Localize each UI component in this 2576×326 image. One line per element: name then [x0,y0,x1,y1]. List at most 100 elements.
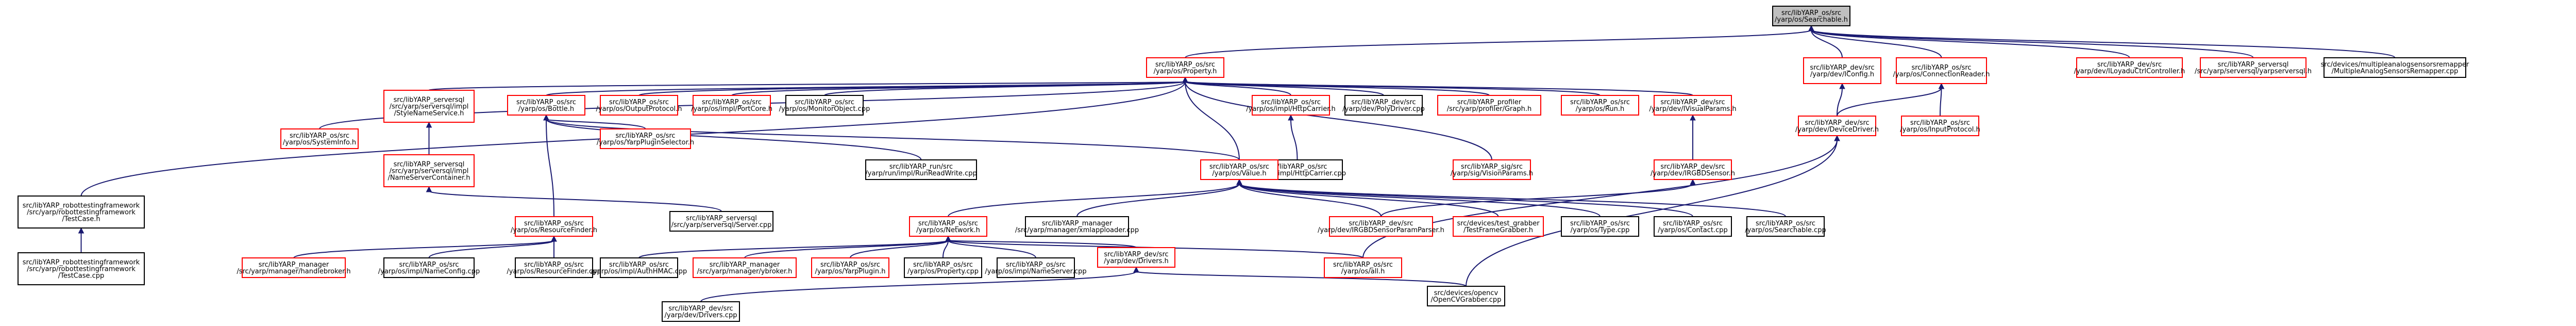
graph-node-stylename[interactable]: src/libYARP_serversql/src/yarp/serversql… [383,90,475,123]
graph-node-property[interactable]: src/libYARP_os/src/yarp/os/Property.h [1146,57,1224,78]
graph-node-ymhandle[interactable]: src/libYARP_manager/src/yarp/manager/han… [237,257,351,278]
node-label-line: src/libYARP_dev/src [1104,251,1168,258]
node-label-line: src/libYARP_profiler [1457,99,1522,106]
graph-node-type[interactable]: src/libYARP_os/src/yarp/os/Type.cpp [1561,216,1639,237]
graph-node-rgbdparser[interactable]: src/libYARP_dev/src/yarp/dev/IRGBDSensor… [1318,216,1444,237]
node-label-line: src/libYARP_serversql [2218,61,2289,69]
node-label-line: /yarp/os/Searchable.h [1775,16,1848,24]
graph-node-ymmanager[interactable]: src/libYARP_manager/src/yarp/manager/xml… [1015,216,1139,237]
node-label-line: /yarp/os/Contact.cpp [1658,226,1727,234]
node-label-line: /yarp/os/OutputProtocol.h [596,105,682,113]
graph-node-connreader[interactable]: src/libYARP_os/src/yarp/os/ConnectionRea… [1893,57,1990,84]
dependency-edge [1288,114,1298,160]
node-label-line: src/libYARP_os/src [399,261,459,269]
node-label-line: /yarp/sig/VisionParams.h [1451,170,1533,177]
graph-node-ymbroker[interactable]: src/libYARP_manager/src/yarp/manager/ybr… [693,257,797,278]
graph-node-yarpprofiler[interactable]: src/libYARP_profiler/src/yarp/profiler/G… [1437,95,1541,116]
node-label-line: src/libYARP_os/src [1006,261,1066,269]
node-label-line: /yarp/os/impl/PortCore.h [691,105,772,113]
dependency-edge [1938,83,1945,117]
node-label-line: src/libYARP_run/src [889,163,953,171]
node-label-line: /yarp/os/Value.h [1212,170,1266,177]
graph-node-devicedriver[interactable]: src/libYARP_dev/src/yarp/dev/DeviceDrive… [1795,116,1879,136]
node-label-line: /TestCase.cpp [58,272,105,280]
graph-node-driverscpp[interactable]: src/libYARP_dev/src/yarp/dev/Drivers.cpp [662,301,740,322]
graph-node-monitorobj[interactable]: src/libYARP_os/src/yarp/os/MonitorObject… [779,95,870,116]
graph-node-propertycpp[interactable]: src/libYARP_os/src/yarp/os/Property.cpp [904,257,982,278]
node-label-line: /NameServerContainer.h [388,174,470,182]
graph-node-systeminfo[interactable]: src/libYARP_os/src/yarp/os/SystemInfo.h [280,128,359,149]
graph-node-searchablecpp[interactable]: src/libYARP_os/src/yarp/os/Searchable.cp… [1745,216,1826,237]
graph-node-robottest[interactable]: src/libYARP_robottestingframework/src/ya… [18,195,145,229]
graph-node-visionparams[interactable]: src/libYARP_sig/src/yarp/sig/VisionParam… [1451,159,1533,180]
node-label-line: /yarp/os/impl/NameConfig.cpp [378,268,480,275]
graph-node-nameserver[interactable]: src/libYARP_os/src/yarp/os/impl/NameServ… [985,257,1087,278]
graph-node-value[interactable]: src/libYARP_os/src/yarp/os/Value.h [1200,159,1278,180]
graph-node-robottestcpp[interactable]: src/libYARP_robottestingframework/src/ya… [18,252,145,285]
graph-node-root[interactable]: src/libYARP_os/src/yarp/os/Searchable.h [1772,6,1850,26]
node-label-line: src/libYARP_os/src [615,132,675,140]
graph-node-authhmac[interactable]: src/libYARP_os/src/yarp/os/impl/AuthHMAC… [591,257,687,278]
node-label-line: src/libYARP_os/src [524,220,584,227]
graph-node-bottle[interactable]: src/libYARP_os/src/yarp/os/Bottle.h [507,95,585,116]
node-label-line: src/libYARP_dev/src [1660,163,1725,171]
node-label-line: src/libYARP_manager [1042,220,1113,227]
graph-node-polydriver[interactable]: src/libYARP_dev/src/yarp/dev/PolyDriver.… [1342,95,1425,116]
graph-node-ivisualparams[interactable]: src/libYARP_dev/src/yarp/dev/IVisualPara… [1649,95,1737,116]
graph-node-all[interactable]: src/libYARP_os/src/yarp/os/all.h [1324,257,1402,278]
graph-node-nameservercontainer[interactable]: src/libYARP_serversql/src/yarp/serversql… [383,154,475,187]
graph-node-opencv[interactable]: src/devices/opencv/OpenCVGrabber.cpp [1427,286,1505,306]
node-label-line: /yarp/dev/ILoyaduCtrlController.h [2074,68,2185,75]
graph-node-drivers[interactable]: src/libYARP_dev/src/yarp/dev/Drivers.h [1097,247,1175,268]
dependency-edge [1182,76,1492,160]
graph-node-yarpserverimpl[interactable]: src/libYARP_serversql/src/yarp/serversql… [2195,57,2312,78]
graph-node-runreadwrite[interactable]: src/libYARP_run/src/yarp/run/impl/RunRea… [865,159,977,180]
graph-node-yarprun[interactable]: src/libYARP_os/src/yarp/os/Run.h [1561,95,1639,116]
node-label-line: /yarp/os/impl/NameServer.cpp [985,268,1086,275]
node-label-line: /yarp/os/InputProtocol.h [1900,126,1980,134]
node-label-line: src/libYARP_robottestingframework [23,202,140,210]
dependency-edge [1466,135,1840,287]
node-label-line: /src/yarp/serversql/impl [390,103,469,111]
node-label-line: src/libYARP_robottestingframework [23,259,140,267]
node-label-line: src/libYARP_os/src [516,99,576,106]
nodes-layer: src/libYARP_os/src/yarp/os/Searchable.hs… [18,6,2469,322]
node-label-line: /yarp/os/MonitorObject.cpp [779,105,870,113]
graph-node-contact[interactable]: src/libYARP_os/src/yarp/os/Contact.cpp [1654,216,1732,237]
node-label-line: src/libYARP_serversql [686,215,757,222]
graph-node-outputproto[interactable]: src/libYARP_os/src/yarp/os/OutputProtoco… [596,95,682,116]
graph-node-serverlib[interactable]: src/libYARP_serversql/src/yarp/serversql… [669,211,773,232]
node-label-line: /src/yarp/manager/handlebroker.h [237,268,350,275]
dependency-edge [543,114,554,217]
node-label-line: /TestCase.h [62,216,100,223]
node-label-line: /yarp/os/ResourceFinder.cpp [507,268,601,275]
graph-node-multipleanalog[interactable]: src/devices/multipleanalogsensorsremappe… [2321,57,2469,78]
graph-node-portcore[interactable]: src/libYARP_os/src/yarp/os/impl/PortCore… [691,95,772,116]
graph-node-httpcarrier[interactable]: src/libYARP_os/src/yarp/os/impl/HttpCarr… [1246,95,1336,116]
node-label-line: /yarp/dev/DeviceDriver.h [1795,126,1879,134]
dependency-edge [700,266,1139,302]
dependency-edge [1808,25,1942,58]
node-label-line: /yarp/dev/IVisualParams.h [1649,105,1736,113]
node-label-line: src/libYARP_os/src [1333,261,1393,269]
graph-node-rgbdsensor[interactable]: src/libYARP_dev/src/yarp/dev/IRGBDSensor… [1651,159,1735,180]
graph-node-namecontrol[interactable]: src/libYARP_os/src/yarp/os/impl/NameConf… [378,257,480,278]
node-label-line: /yarp/dev/PolyDriver.cpp [1342,105,1425,113]
node-label-line: /yarp/os/YarpPluginSelector.h [597,139,694,146]
graph-node-rfcpp[interactable]: src/libYARP_os/src/yarp/os/ResourceFinde… [507,257,601,278]
graph-node-yarpplugin[interactable]: src/libYARP_os/src/yarp/os/YarpPlugin.h [811,257,889,278]
graph-node-iconfig[interactable]: src/libYARP_dev/src/yarp/dev/IConfig.h [1803,57,1881,84]
node-label-line: src/libYARP_dev/src [1805,119,1869,127]
graph-node-resourcefinder[interactable]: src/libYARP_os/src/yarp/os/ResourceFinde… [511,216,597,237]
graph-node-iloyaduc[interactable]: src/libYARP_dev/src/yarp/dev/ILoyaduCtrl… [2074,57,2185,78]
node-label-line: /yarp/os/impl/HttpCarrier.h [1246,105,1336,113]
node-label-line: src/libYARP_manager [710,261,780,269]
graph-node-yarppluginselector[interactable]: src/libYARP_os/src/yarp/os/YarpPluginSel… [597,128,694,149]
node-label-line: /yarp/os/ConnectionReader.h [1893,71,1990,78]
graph-node-network[interactable]: src/libYARP_os/src/yarp/os/Network.h [909,216,987,237]
graph-node-testframegrabber[interactable]: src/devices/test_grabber/TestFrameGrabbe… [1453,216,1544,237]
graph-node-iprotocol[interactable]: src/libYARP_os/src/yarp/os/InputProtocol… [1900,116,1980,136]
dependency-edge [948,178,1242,217]
dependency-edge [293,235,557,258]
